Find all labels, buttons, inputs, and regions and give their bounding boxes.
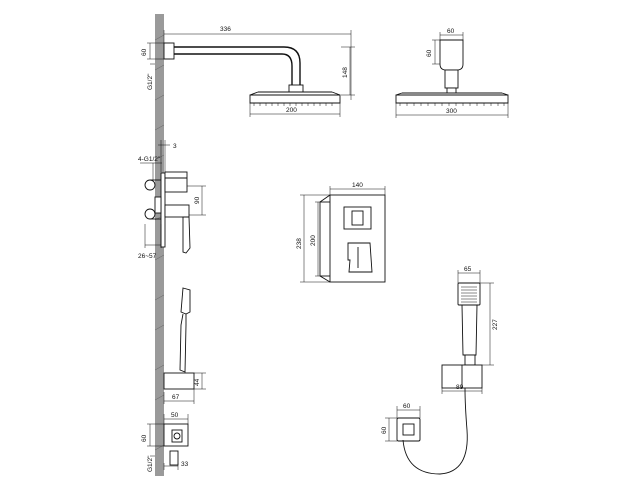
dim-valve-height-label: 90 — [194, 196, 201, 204]
dim-plate-width: 140 — [329, 182, 386, 195]
dim-outlet-width: 60 — [396, 403, 421, 418]
dim-hand-length-label: 227 — [492, 319, 499, 330]
dim-elbow-width: 50 — [163, 412, 189, 424]
shower-hose — [402, 387, 468, 475]
dim-plate-width-label: 140 — [352, 182, 363, 189]
shower-head-front-view — [395, 39, 509, 106]
dim-thread-top: G1/2" — [147, 63, 155, 90]
dim-valve-depth-label: 26~57 — [138, 253, 157, 260]
dim-valve-depth: 26~57 — [138, 224, 162, 260]
dim-elbow-offset-label: 33 — [181, 461, 189, 468]
hand-shower-front-view — [441, 282, 483, 389]
dim-hand-width-label: 65 — [464, 266, 472, 273]
dim-flange-height: 60 — [141, 42, 170, 60]
dim-arm-length-label: 336 — [220, 26, 231, 33]
dim-hand-width: 65 — [457, 266, 481, 283]
dim-valve-thread: 4-G1/2" — [138, 156, 162, 180]
dim-outlet-height-label: 60 — [381, 426, 388, 434]
dim-elbow-height: 60 — [141, 423, 164, 447]
dim-hand-base-label: 89 — [456, 384, 464, 391]
dim-holder-width: 67 — [163, 389, 195, 404]
dim-flange-height-2-label: 60 — [426, 49, 433, 57]
dim-arm-length: 336 — [163, 26, 352, 100]
dim-plate-height-inner: 200 — [310, 201, 320, 277]
wall-elbow-side-view — [163, 423, 189, 466]
dim-head-large: 300 — [395, 103, 509, 118]
dim-elbow-width-label: 50 — [171, 412, 179, 419]
wall-outlet-front-view — [396, 387, 468, 475]
dim-thread-bottom: G1/2" — [147, 455, 155, 472]
dim-head-large-label: 300 — [446, 108, 457, 115]
dim-flange-width: 60 — [439, 28, 464, 40]
dim-head-small: 200 — [249, 103, 341, 117]
dim-hand-base: 89 — [441, 384, 483, 394]
dim-valve-thread-label: 4-G1/2" — [138, 156, 161, 163]
dim-flange-height-label: 60 — [141, 48, 148, 56]
spray-face-dots — [461, 286, 477, 303]
hand-shower-side-view — [163, 287, 195, 390]
dim-thread-top-label: G1/2" — [147, 73, 154, 90]
mixer-valve-side-view — [144, 171, 191, 254]
dim-outlet-height: 60 — [381, 417, 397, 442]
dim-thread-bottom-label: G1/2" — [147, 455, 154, 472]
valve-cover-plate-front-view — [319, 194, 386, 283]
dim-plate-height-outer: 238 — [296, 194, 330, 283]
dim-flange-width-label: 60 — [447, 28, 455, 35]
dim-outlet-width-label: 60 — [403, 403, 411, 410]
dim-holder-width-label: 67 — [172, 394, 180, 401]
dim-hand-length: 227 — [480, 282, 499, 366]
dim-elbow-height-label: 60 — [141, 434, 148, 442]
dim-wall-gap: 3 — [158, 140, 177, 172]
dim-head-small-label: 200 — [286, 107, 297, 114]
dim-arm-drop: 148 — [341, 46, 355, 96]
dim-plate-height-outer-label: 238 — [296, 238, 303, 249]
dim-holder-height: 44 — [194, 372, 206, 390]
dim-arm-drop-label: 148 — [342, 67, 349, 78]
dim-flange-height-2: 60 — [426, 39, 440, 65]
dim-wall-gap-label: 3 — [173, 143, 177, 150]
dim-elbow-offset: 33 — [163, 461, 189, 470]
dim-holder-height-label: 44 — [194, 378, 201, 386]
dim-plate-height-inner-label: 200 — [310, 235, 317, 246]
dim-valve-height: 90 — [187, 185, 206, 216]
shower-arm-side-view — [163, 42, 341, 106]
